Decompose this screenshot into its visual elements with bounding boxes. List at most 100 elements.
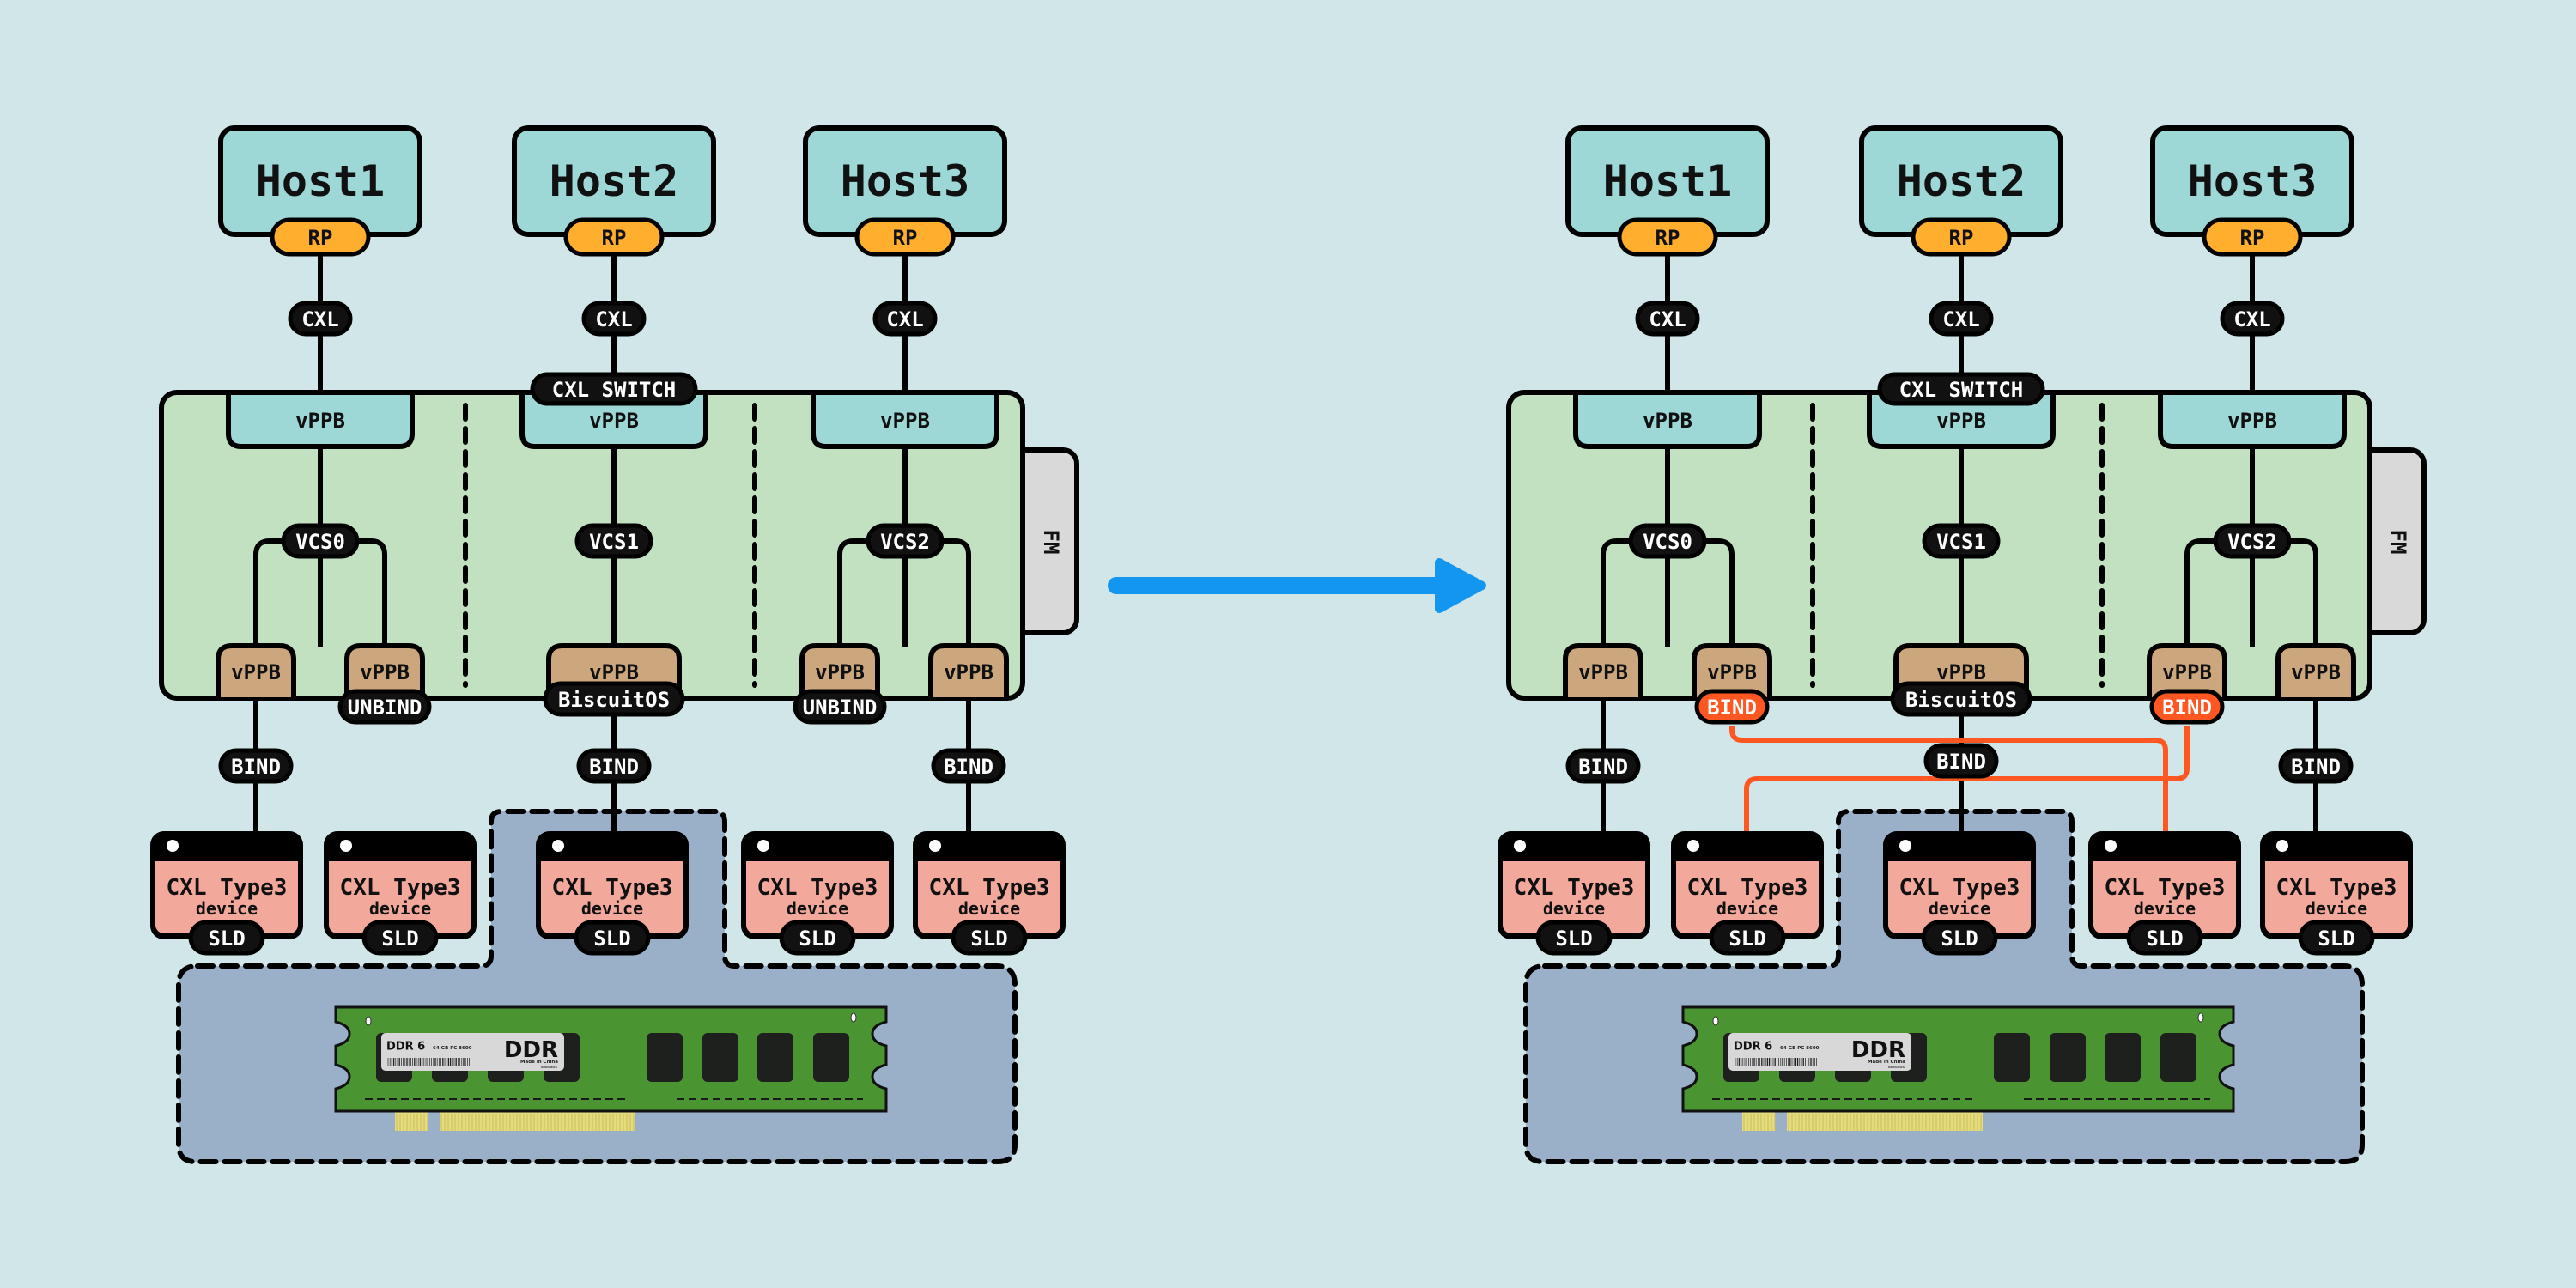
downstream-vppb[interactable]: vPPB xyxy=(928,643,1009,697)
upstream-vppb[interactable] xyxy=(1573,390,1762,449)
rp-port-badge-label: RP xyxy=(893,226,918,250)
cxl-link-badge: CXL xyxy=(2220,301,2285,337)
device-body[interactable] xyxy=(1503,861,1645,933)
downstream-vppb-box[interactable] xyxy=(344,643,425,697)
device-subtitle: device xyxy=(1543,898,1605,919)
sld-badge-label: SLD xyxy=(2146,927,2183,951)
downstream-vppb-label: vPPB xyxy=(360,660,410,684)
downstream-vppb-box[interactable] xyxy=(2275,643,2356,697)
device-body[interactable] xyxy=(2093,861,2236,933)
sld-badge-shape xyxy=(1921,920,1998,956)
downstream-vppb[interactable]: vPPB xyxy=(1692,643,1772,697)
device-subtitle: device xyxy=(196,898,258,919)
sld-badge: SLD xyxy=(2298,920,2375,956)
device-body-top xyxy=(1888,861,2031,873)
vcs-badge-shape xyxy=(1628,523,1707,559)
unbind-badge-shape xyxy=(337,689,432,725)
vppb-owner-badge-shape xyxy=(543,681,685,717)
sld-badge-shape xyxy=(2298,920,2375,956)
downstream-vppb[interactable]: vPPB xyxy=(2147,643,2227,697)
upstream-vppb[interactable] xyxy=(226,390,415,449)
active-bind-badge: BIND xyxy=(1694,689,1770,725)
dimm-chip xyxy=(2105,1033,2141,1082)
dimm-label-origin: Made in China xyxy=(1868,1060,1905,1065)
downstream-vppb[interactable]: vPPB xyxy=(216,643,296,697)
device-subtitle: device xyxy=(1716,898,1778,919)
vcs-badge-shape xyxy=(866,523,945,559)
bind-badge-shape xyxy=(218,748,294,784)
device-body[interactable] xyxy=(1676,861,1819,933)
device-body-top xyxy=(155,861,298,873)
bind-badge-label: BIND xyxy=(589,755,639,779)
device-body[interactable] xyxy=(1888,861,2031,933)
downstream-vppb-box[interactable] xyxy=(216,643,296,697)
downstream-vppb[interactable]: vPPB xyxy=(2275,643,2356,697)
upstream-vppb-label: vPPB xyxy=(880,409,930,433)
downstream-vppb[interactable]: vPPB xyxy=(799,643,880,697)
sld-badge-label: SLD xyxy=(208,927,245,951)
upstream-vppb[interactable] xyxy=(811,390,999,449)
downstream-vppb-box[interactable] xyxy=(928,643,1009,697)
device-status-led xyxy=(1899,840,1911,852)
cxl-link-badge-shape xyxy=(1929,301,1994,337)
vcs-badge: VCS1 xyxy=(1922,523,2001,559)
bind-badge-shape xyxy=(2278,748,2354,784)
vcs-badge-label: VCS1 xyxy=(589,530,639,554)
device-title: CXL Type3 xyxy=(929,875,1050,901)
cxl-link-badge: CXL xyxy=(1929,301,1994,337)
cxl-link-badge-shape xyxy=(1635,301,1700,337)
bind-badge: BIND xyxy=(1565,748,1641,784)
upstream-vppb[interactable] xyxy=(2158,390,2347,449)
device-body[interactable] xyxy=(155,861,298,933)
downstream-vppb[interactable]: vPPB xyxy=(1563,643,1643,697)
downstream-vppb-box[interactable] xyxy=(2147,643,2227,697)
vcs-badge-label: VCS0 xyxy=(295,530,345,554)
device-subtitle: device xyxy=(787,898,848,919)
downstream-vppb-box[interactable] xyxy=(1563,643,1643,697)
cxl-link-badge-label: CXL xyxy=(2233,307,2270,331)
device-body-top xyxy=(541,861,683,873)
sld-badge-shape xyxy=(574,920,651,956)
downstream-vppb-box[interactable] xyxy=(799,643,880,697)
upstream-vppb[interactable] xyxy=(519,390,708,449)
dimm-label-brand: DDR xyxy=(1851,1037,1905,1063)
downstream-vppb[interactable]: vPPB xyxy=(344,643,425,697)
upstream-vppb[interactable] xyxy=(1867,390,2056,449)
device-status-led xyxy=(552,840,564,852)
device-body[interactable] xyxy=(746,861,889,933)
device-body[interactable] xyxy=(329,861,471,933)
downstream-vppb-box[interactable] xyxy=(1692,643,1772,697)
bind-badge-shape xyxy=(576,748,652,784)
dimm-hole xyxy=(850,1012,857,1023)
cxl-link-badge: CXL xyxy=(288,301,353,337)
device-body[interactable] xyxy=(918,861,1060,933)
bind-badge: BIND xyxy=(2278,748,2354,784)
rp-port-badge: RP xyxy=(270,217,371,257)
device-subtitle: device xyxy=(958,898,1020,919)
sld-badge: SLD xyxy=(1535,920,1613,956)
dimm-label-maker: BiscuitOS xyxy=(541,1066,557,1069)
device-body[interactable] xyxy=(541,861,683,933)
device-body-top xyxy=(746,861,889,873)
vcs-badge: VCS0 xyxy=(1628,523,1707,559)
device-body[interactable] xyxy=(2265,861,2408,933)
rp-port-badge-shape xyxy=(2202,217,2303,257)
